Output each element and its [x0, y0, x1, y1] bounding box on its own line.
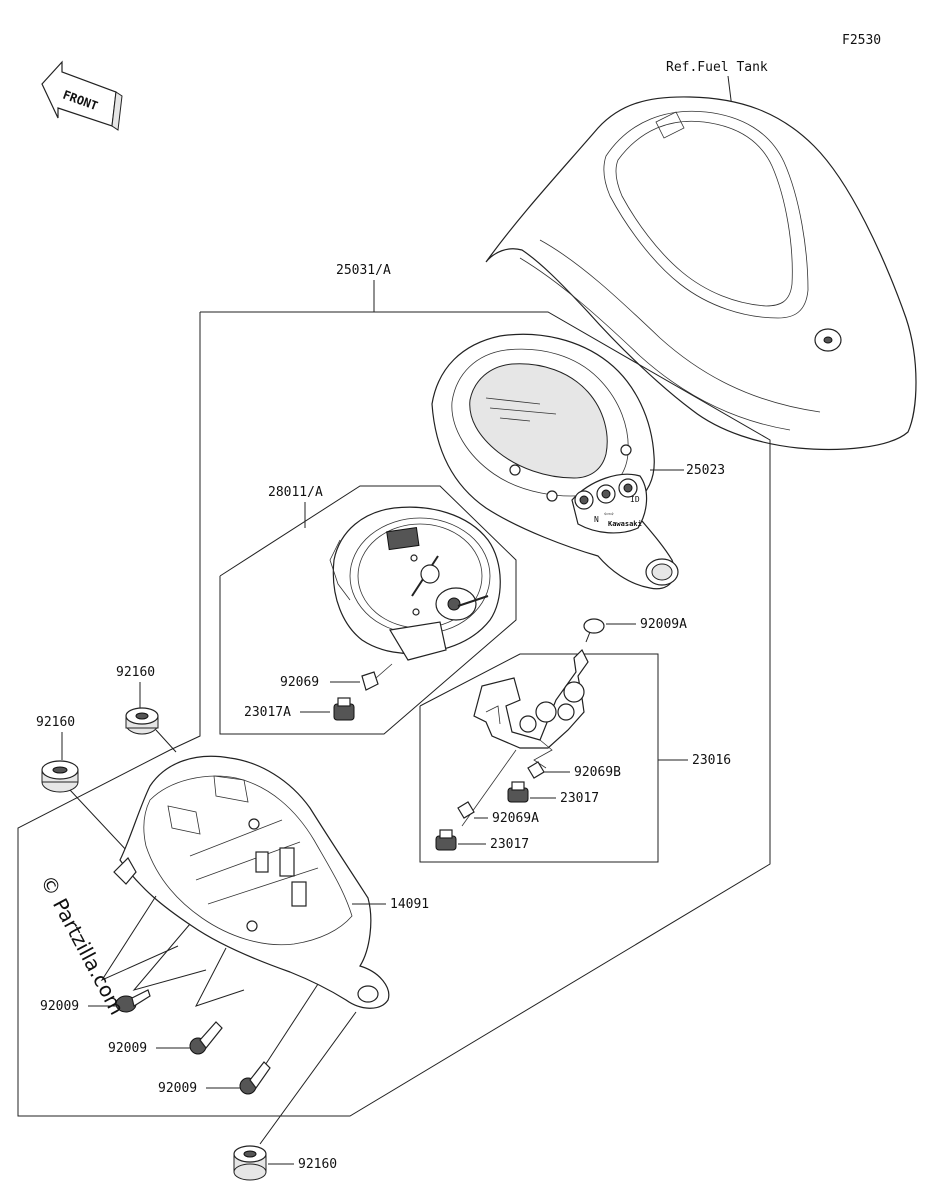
socket-23017-lower: [435, 829, 457, 851]
socket-23017-upper: [507, 781, 529, 803]
meter-case: N ⇦⇨ ID Kawasaki: [431, 333, 679, 590]
damper-left: [41, 760, 79, 793]
socket-23017-upper-label: 23017: [560, 791, 599, 806]
screw-2: [189, 1021, 223, 1055]
socket-23017a-label: 23017A: [244, 705, 291, 720]
bulb-92069a-label: 92069A: [492, 811, 539, 826]
bulb-92069b: [527, 761, 545, 779]
bulb-92069-label: 92069: [280, 675, 319, 690]
clip-92009a-label: 92009A: [640, 617, 687, 632]
meter-unit-label: 28011/A: [268, 485, 323, 500]
indicator-letter-turn: ⇦⇨: [604, 509, 614, 518]
assembly-bracket: [17, 311, 771, 1117]
assembly-meter-label: 25031/A: [336, 263, 391, 278]
screw-1: [115, 989, 151, 1013]
bulb-92069: [361, 663, 393, 691]
fuel-tank-cover: [485, 96, 917, 451]
figure-code: F2530: [842, 33, 881, 48]
ref-fuel-tank-label: Ref.Fuel Tank: [666, 60, 768, 75]
clip-92009a: [583, 618, 605, 643]
indicator-letter-n: N: [594, 515, 599, 524]
damper-bottom: [233, 1145, 267, 1181]
screw-2-label: 92009: [108, 1041, 147, 1056]
bracket-case-label: 14091: [390, 897, 429, 912]
socket-assy: [461, 648, 589, 827]
screw-3-label: 92009: [158, 1081, 197, 1096]
screw-3: [239, 1061, 271, 1095]
meter-unit-bracket: [219, 485, 517, 735]
socket-assy-bracket: [419, 653, 659, 863]
indicator-letter-id: ID: [630, 495, 640, 504]
damper-upper-label: 92160: [116, 665, 155, 680]
socket-23017-lower-label: 23017: [490, 837, 529, 852]
bulb-92069b-label: 92069B: [574, 765, 621, 780]
brand-mark: Kawasaki: [608, 520, 642, 528]
socket-23017a: [333, 697, 355, 721]
meter-unit: [329, 506, 501, 661]
socket-assy-label: 23016: [692, 753, 731, 768]
damper-left-label: 92160: [36, 715, 75, 730]
bulb-92069a: [457, 801, 475, 819]
bracket-case: [113, 755, 390, 1009]
damper-upper: [125, 707, 159, 735]
meter-case-label: 25023: [686, 463, 725, 478]
damper-bottom-label: 92160: [298, 1157, 337, 1172]
watermark: © Partzilla.com: [36, 871, 130, 1019]
front-arrow-icon: FRONT: [41, 60, 123, 131]
screw-1-label: 92009: [40, 999, 79, 1014]
